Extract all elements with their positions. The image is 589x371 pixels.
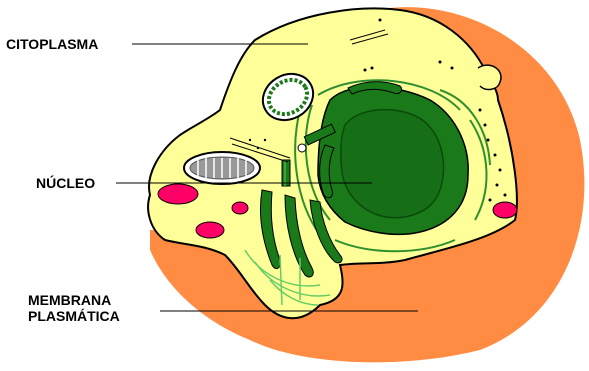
label-citoplasma: CITOPLASMA (6, 36, 98, 52)
label-membrana-plasmatica: MEMBRANA PLASMÁTICA (28, 292, 120, 324)
label-membrana-line1: MEMBRANA (28, 292, 120, 308)
mitochondrion-left (184, 152, 260, 184)
label-nucleo: NÚCLEO (36, 175, 95, 191)
label-membrana-line2: PLASMÁTICA (28, 308, 120, 324)
cytoplasm-bump (478, 65, 501, 89)
nucleus (341, 110, 444, 218)
